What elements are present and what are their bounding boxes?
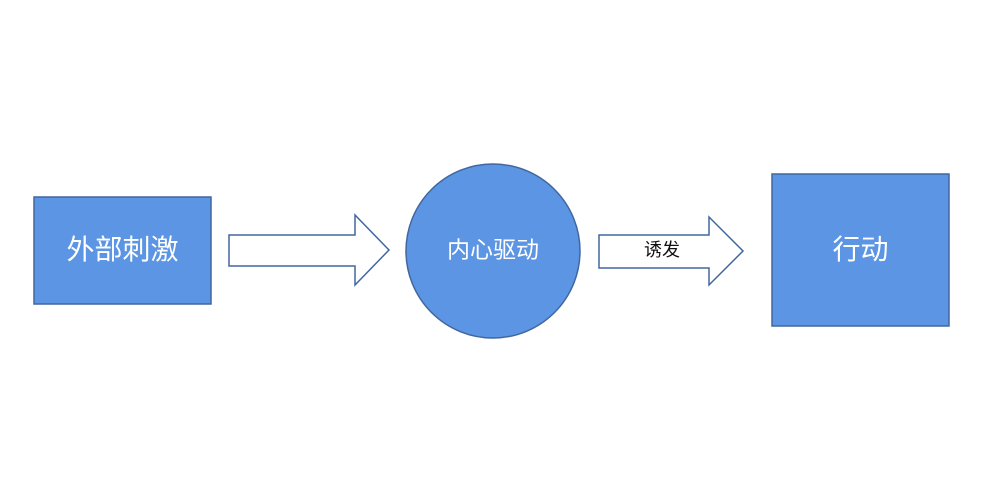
node-external-stimulus-label: 外部刺激 — [66, 233, 178, 266]
arrow-drive-to-action: 诱发 — [598, 215, 745, 287]
node-inner-drive-circle — [405, 163, 581, 339]
node-external-stimulus-box — [33, 196, 212, 305]
arrow-drive-to-action-shape — [598, 215, 745, 287]
node-action[interactable]: 行动 — [771, 173, 950, 327]
arrow-drive-to-action-label: 诱发 — [644, 240, 680, 261]
node-inner-drive[interactable]: 内心驱动 — [405, 163, 581, 339]
arrow-stimulus-to-drive — [228, 213, 391, 287]
node-inner-drive-label: 内心驱动 — [447, 238, 539, 264]
node-action-box — [771, 173, 950, 327]
node-action-label: 行动 — [832, 233, 888, 266]
arrow-stimulus-to-drive-shape — [228, 213, 391, 287]
node-external-stimulus[interactable]: 外部刺激 — [33, 196, 212, 305]
